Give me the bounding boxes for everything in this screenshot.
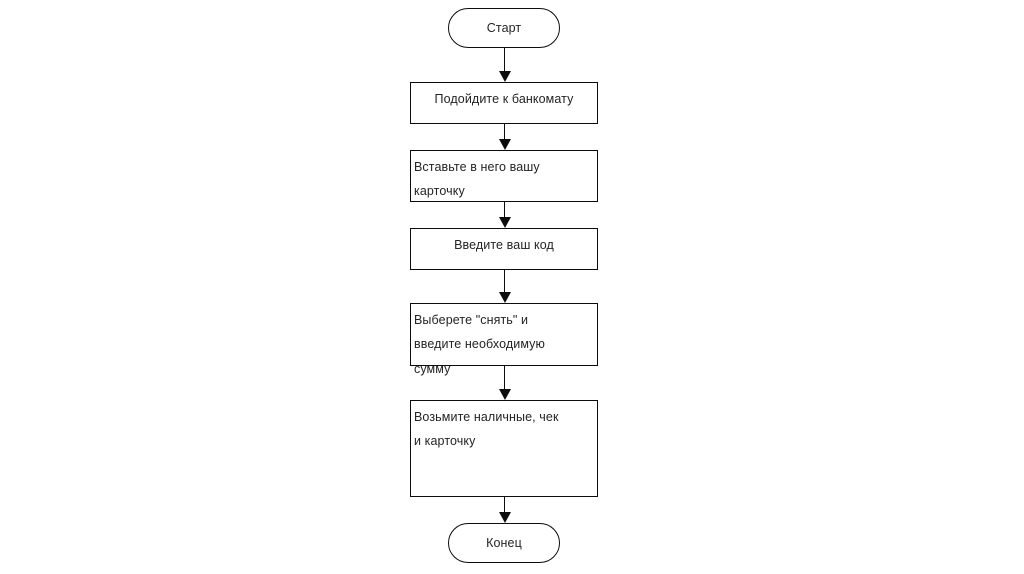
connector-select-to-take — [504, 366, 505, 389]
arrowhead-icon — [498, 389, 511, 400]
node-label-insert-card: Вставьте в него вашу карточку — [414, 160, 540, 199]
node-select-withdraw[interactable]: Выберете "снять" и введите необходимую с… — [410, 303, 598, 376]
node-end[interactable]: Конец — [448, 523, 560, 563]
node-start[interactable]: Старт — [448, 8, 560, 48]
connector-take-to-end — [504, 497, 505, 512]
node-insert-card[interactable]: Вставьте в него вашу карточку — [410, 150, 598, 202]
node-approach-atm[interactable]: Подойдите к банкомату — [410, 82, 598, 124]
connector-insert-to-code — [504, 202, 505, 217]
arrowhead-icon — [498, 217, 511, 228]
connector-approach-to-insert — [504, 124, 505, 139]
node-take-cash[interactable]: Возьмите наличные, чек и карточку — [410, 400, 598, 497]
node-label-approach-atm: Подойдите к банкомату — [434, 92, 574, 106]
arrowhead-icon — [498, 71, 511, 82]
connector-code-to-select — [504, 270, 505, 292]
node-label-take-cash: Возьмите наличные, чек и карточку — [414, 410, 559, 449]
arrowhead-icon — [498, 512, 511, 523]
node-label-start: Старт — [486, 20, 522, 35]
node-label-enter-code: Введите ваш код — [454, 238, 554, 252]
node-label-select-withdraw: Выберете "снять" и введите необходимую с… — [414, 313, 545, 376]
arrowhead-icon — [498, 292, 511, 303]
connector-start-to-approach — [504, 48, 505, 71]
node-label-end: Конец — [486, 535, 522, 550]
node-enter-code[interactable]: Введите ваш код — [410, 228, 598, 270]
arrowhead-icon — [498, 139, 511, 150]
